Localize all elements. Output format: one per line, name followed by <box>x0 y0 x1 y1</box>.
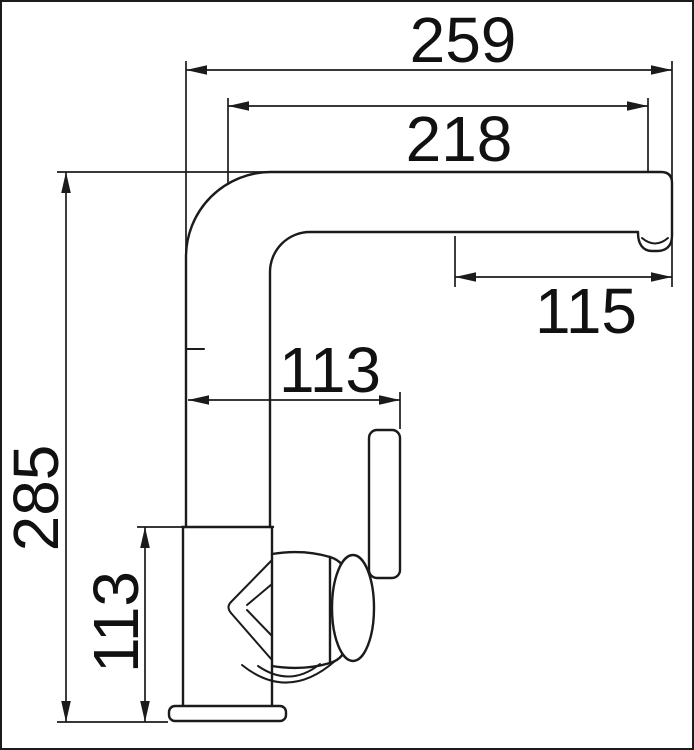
arrow-down-icon <box>140 701 150 722</box>
arrow-right-icon <box>379 395 400 405</box>
body-facet-arc <box>241 660 336 684</box>
arrow-right-icon <box>651 272 672 282</box>
dimension-outlet-reach: 115 <box>454 236 672 347</box>
arrow-left-icon <box>188 395 209 405</box>
arrow-down-icon <box>61 701 71 722</box>
arrow-right-icon <box>651 65 672 75</box>
dimension-label-spout-reach: 218 <box>406 103 513 175</box>
body-facet-line <box>246 609 273 637</box>
dimension-label-outlet-reach: 115 <box>535 275 637 347</box>
faucet-base-flange <box>167 704 288 723</box>
dimension-label-total-reach: 259 <box>410 4 517 76</box>
dimension-spout-reach: 218 <box>227 98 649 183</box>
mixer-housing-top <box>270 550 332 559</box>
dimension-handle-reach: 113 <box>188 334 401 429</box>
arrow-right-icon <box>627 101 648 111</box>
arrow-left-icon <box>228 101 249 111</box>
mixer-housing-bottom <box>270 661 332 670</box>
spout-aerator-detail <box>641 237 669 245</box>
handle-lever <box>367 428 402 580</box>
arrow-up-icon <box>140 527 150 548</box>
body-facet-line <box>230 559 273 603</box>
handle-pivot <box>330 553 376 663</box>
faucet <box>167 170 674 723</box>
body-facet-line <box>230 612 273 661</box>
body-facet-line <box>246 583 273 606</box>
arrow-left-icon <box>455 272 476 282</box>
dimension-total-reach: 259 <box>185 4 673 287</box>
arrow-up-icon <box>61 172 71 193</box>
dimension-body-height: 113 <box>80 526 183 722</box>
body-facet-arc <box>257 663 321 678</box>
dimension-label-body-height: 113 <box>80 571 152 673</box>
dimension-label-handle-reach: 113 <box>279 334 381 406</box>
dimension-total-height: 285 <box>0 171 268 723</box>
faucet-spout-outline <box>184 170 674 529</box>
arrow-left-icon <box>186 65 207 75</box>
body-facet-apex <box>227 601 232 614</box>
dimension-label-total-height: 285 <box>0 445 72 552</box>
